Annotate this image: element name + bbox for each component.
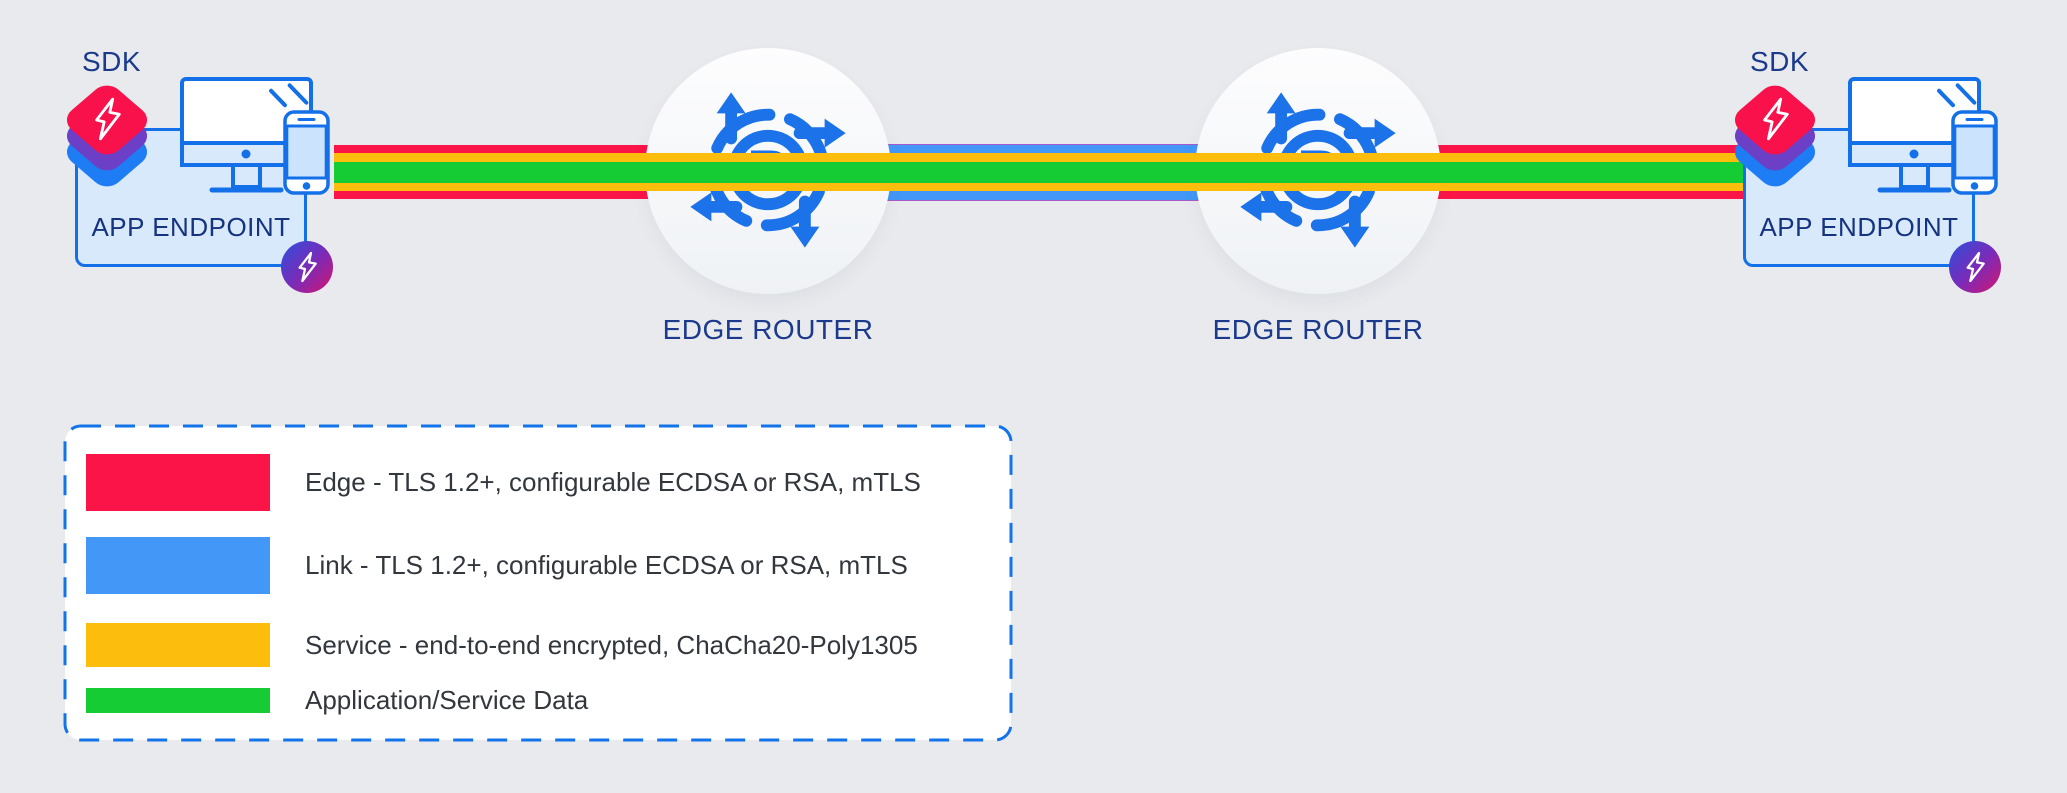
legend-swatch-link <box>86 537 270 594</box>
ziti-badge-icon <box>1949 241 2001 293</box>
endpoint-label: APP ENDPOINT <box>91 212 291 242</box>
badge-connector-line <box>1972 190 1975 245</box>
legend-dashed-border <box>63 424 1013 742</box>
sdk-label: SDK <box>1750 46 1810 77</box>
legend-swatch-edge <box>86 454 270 511</box>
legend-swatch-application <box>86 688 270 713</box>
ziti-badge-icon <box>281 241 333 293</box>
edge-band-left-bottom <box>334 191 772 199</box>
service-band-top <box>334 153 1748 162</box>
lightning-bolt-icon <box>1763 97 1789 141</box>
edge-router-label-left: EDGE ROUTER <box>662 314 874 345</box>
legend-item-service: Service - end-to-end encrypted, ChaCha20… <box>86 623 918 667</box>
application-data-band <box>334 162 1748 183</box>
endpoint-label: APP ENDPOINT <box>1759 212 1959 242</box>
lightning-bolt-icon <box>298 251 317 283</box>
sdk-label: SDK <box>82 46 142 77</box>
legend-label-link: Link - TLS 1.2+, configurable ECDSA or R… <box>305 550 908 580</box>
legend-item-edge: Edge - TLS 1.2+, configurable ECDSA or R… <box>86 454 921 511</box>
service-band-bottom <box>334 183 1748 191</box>
lightning-bolt-icon <box>95 97 121 141</box>
legend-item-link: Link - TLS 1.2+, configurable ECDSA or R… <box>86 537 908 594</box>
edge-band-right-top <box>1314 145 1748 153</box>
edge-band-right-bottom <box>1314 191 1748 199</box>
legend-label-service: Service - end-to-end encrypted, ChaCha20… <box>305 629 918 660</box>
monitor-icon <box>1848 77 1981 193</box>
legend-swatch-service <box>86 623 270 667</box>
lightning-bolt-icon <box>1966 251 1985 283</box>
legend-label-edge: Edge - TLS 1.2+, configurable ECDSA or R… <box>305 467 921 497</box>
edge-router-label-right: EDGE ROUTER <box>1212 314 1424 345</box>
phone-icon <box>283 110 330 195</box>
app-endpoint-left: SDK APP ENDPOINT <box>60 40 352 305</box>
phone-icon <box>1951 110 1998 195</box>
edge-band-left-top <box>334 145 772 153</box>
legend: Edge - TLS 1.2+, configurable ECDSA or R… <box>63 424 1013 742</box>
app-endpoint-right: SDK APP ENDPOINT <box>1728 40 2020 305</box>
legend-label-application: Application/Service Data <box>305 685 589 715</box>
badge-connector-line <box>304 190 307 245</box>
legend-item-application: Application/Service Data <box>86 685 589 715</box>
